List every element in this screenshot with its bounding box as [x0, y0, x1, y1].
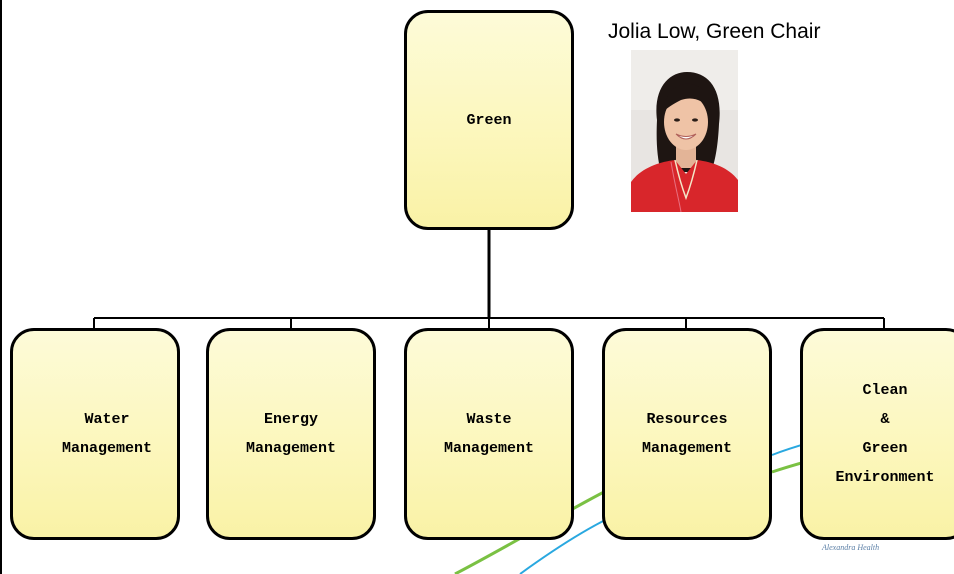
slide-left-border [0, 0, 2, 574]
chair-caption: Jolia Low, Green Chair [608, 20, 821, 43]
org-node-clean-green-environment: Clean & Green Environment [800, 328, 954, 540]
org-node-label: Energy Management [245, 411, 336, 457]
portrait-image [631, 50, 738, 212]
org-node-label: Water Management [61, 411, 152, 457]
org-node-resources-management: Resources Management [602, 328, 772, 540]
org-node-water-management: Water Management [10, 328, 180, 540]
org-node-label: Green [466, 111, 512, 129]
org-node-label: Resources Management [641, 411, 732, 457]
org-node-waste-management: Waste Management [404, 328, 574, 540]
org-node-energy-management: Energy Management [206, 328, 376, 540]
org-node-label: Waste Management [443, 411, 534, 457]
org-node-label: Clean & Green Environment [835, 382, 935, 486]
chair-photo [631, 50, 738, 212]
org-node-green: Green [404, 10, 574, 230]
alexandra-health-logo-text: Alexandra Health [822, 543, 880, 552]
